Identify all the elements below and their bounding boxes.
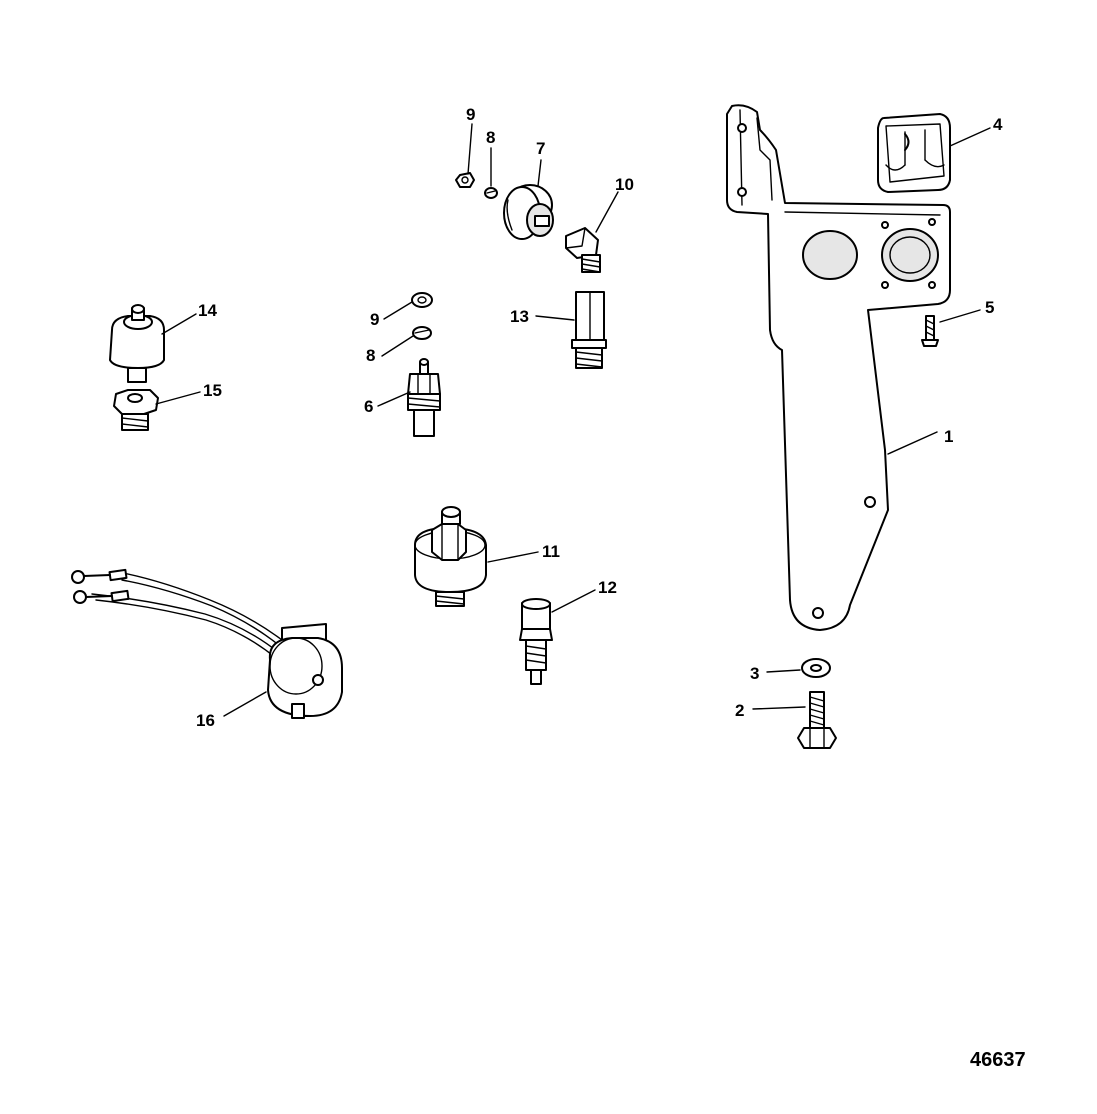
part-7-switch: [503, 184, 554, 240]
part-6-sender: [407, 358, 441, 437]
part-10-elbow-fitting: [565, 227, 601, 273]
leader-16: [223, 691, 267, 717]
callout-10: 10: [615, 175, 634, 194]
leader-7: [537, 159, 542, 187]
leader-12: [551, 589, 596, 613]
callout-3: 3: [750, 664, 759, 683]
part-13-adapter: [571, 291, 607, 369]
leader-6: [377, 391, 411, 407]
leader-3: [766, 669, 801, 673]
leader-9b: [383, 301, 413, 320]
leader-5: [939, 309, 981, 323]
callout-8-mid: 8: [366, 346, 375, 365]
callout-11: 11: [542, 542, 560, 561]
callout-7: 7: [536, 139, 545, 158]
leader-8b: [381, 335, 414, 357]
leader-11: [487, 551, 539, 563]
part-8-lockwasher-mid: [412, 326, 432, 340]
callout-4: 4: [993, 115, 1003, 134]
part-4-clip: [877, 113, 951, 193]
callout-9-mid: 9: [370, 310, 379, 329]
leader-14: [161, 313, 197, 335]
part-1-bracket: [726, 104, 951, 631]
leader-2: [752, 706, 806, 710]
leader-13: [535, 315, 575, 321]
drawing-number: 46637: [970, 1049, 1026, 1071]
leader-lines: [155, 123, 991, 717]
leader-10: [595, 191, 619, 233]
part-9-nut-top: [455, 172, 475, 188]
part-15-hex-adapter: [113, 389, 159, 431]
callout-13: 13: [510, 307, 529, 326]
part-16-solenoid: [71, 568, 343, 719]
leader-9a: [467, 123, 473, 175]
callout-8-top: 8: [486, 128, 495, 147]
callout-2: 2: [735, 701, 744, 720]
part-8-lockwasher-top: [484, 187, 498, 199]
part-2-bolt: [797, 691, 837, 749]
callout-6: 6: [364, 397, 373, 416]
callout-5: 5: [985, 298, 994, 317]
callout-1: 1: [944, 427, 953, 446]
part-14-pressure-switch: [109, 304, 165, 383]
part-5-screw: [921, 315, 939, 347]
leader-1: [887, 431, 938, 455]
callout-9-top: 9: [466, 105, 475, 124]
part-9-nut-mid: [411, 292, 433, 308]
callout-16: 16: [196, 711, 215, 730]
callout-14: 14: [198, 301, 217, 320]
part-11-knock-sensor: [414, 506, 487, 607]
callout-12: 12: [598, 578, 617, 597]
leader-4: [949, 127, 991, 147]
callout-15: 15: [203, 381, 222, 400]
leader-15: [155, 391, 201, 405]
callout-labels: 1 2 3 4 5 6 7 8 8 9 9 10 11 12 13 14 15 …: [196, 105, 1003, 730]
part-12-fitting: [519, 598, 553, 685]
part-3-washer: [801, 658, 831, 678]
